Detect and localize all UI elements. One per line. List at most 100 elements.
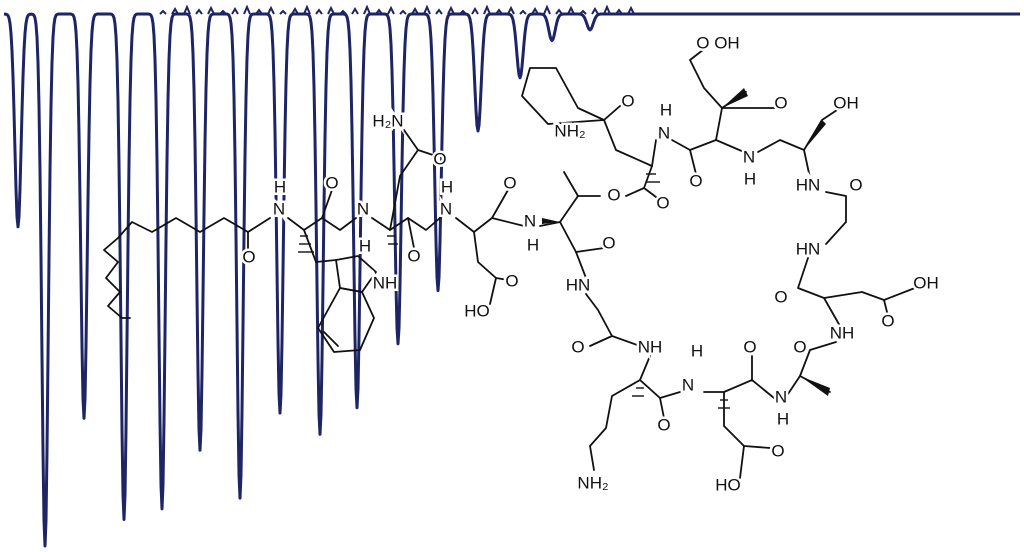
atom-label-o-ester: O bbox=[607, 185, 620, 204]
indole-attach-bond bbox=[315, 259, 337, 263]
atom-label-oh-ser: OH bbox=[833, 93, 859, 112]
spectrum-ripple bbox=[183, 4, 191, 15]
ser-carbonyl-bond bbox=[803, 149, 811, 179]
spectrum-ripple-layer bbox=[159, 4, 635, 15]
spectrum-ripple bbox=[555, 8, 563, 15]
asn-sidechain-bond bbox=[389, 129, 419, 231]
atom-label-oh-glu: O OH bbox=[696, 33, 739, 52]
atom-label-o-glu: O bbox=[689, 171, 702, 190]
atom-label-o-gly1: O bbox=[571, 337, 584, 356]
atom-label-nh-trp-h: H bbox=[274, 177, 286, 196]
orn-sidechain-bond bbox=[589, 379, 641, 471]
indole-pyrrole-ring bbox=[335, 255, 377, 293]
atom-label-o-asp3-side: O bbox=[771, 441, 784, 460]
spectrum-ripple bbox=[171, 7, 179, 15]
atom-label-nh-ala-c-h: H bbox=[777, 409, 789, 428]
thr-backbone-bond bbox=[539, 195, 601, 227]
spectrum-ripple bbox=[495, 8, 503, 15]
atom-label-nh-glu-h: H bbox=[660, 100, 672, 119]
spectrum-ripple bbox=[339, 9, 347, 15]
spectrum-ripple bbox=[519, 9, 527, 15]
asp3-backbone-bond bbox=[703, 379, 775, 399]
asp2-sidechain-bond bbox=[823, 285, 921, 301]
asp2-backbone-bond bbox=[797, 257, 841, 327]
atom-label-nh-ser: N bbox=[743, 147, 755, 166]
ala-wedge bbox=[800, 376, 830, 396]
spectrum-ripple bbox=[267, 5, 275, 15]
atom-label-o-mglu: O bbox=[774, 93, 787, 112]
spectrum-ripple bbox=[531, 7, 539, 15]
atom-label-nh-ser-h: H bbox=[744, 169, 756, 188]
spectrum-ripple bbox=[399, 9, 407, 15]
gly1-carbonyl-bond bbox=[589, 335, 613, 347]
spectrum-ripple bbox=[279, 9, 287, 15]
spectrum-ripple bbox=[363, 4, 371, 15]
atom-label-nh-asp3: N bbox=[682, 375, 694, 394]
spectrum-ripple bbox=[579, 9, 587, 15]
spectrum-ripple bbox=[543, 4, 551, 15]
atom-label-nh-ala: NH bbox=[830, 323, 855, 342]
gly1-backbone-bond bbox=[585, 293, 641, 347]
trp-backbone-bond bbox=[287, 217, 357, 231]
asp1-backbone-bond bbox=[455, 189, 509, 233]
atom-label-hn-asp2: HN bbox=[796, 239, 821, 258]
spectrum-ripple bbox=[591, 7, 599, 15]
kyn-backbone-bond bbox=[625, 139, 657, 197]
spectrum-ripple bbox=[315, 8, 323, 15]
atom-label-o-orn: O bbox=[657, 415, 670, 434]
ser-wedge bbox=[804, 120, 826, 150]
spectrum-ripple bbox=[507, 5, 515, 15]
asp3-sidechain-bond bbox=[723, 391, 745, 479]
spectrum-ripple bbox=[291, 7, 299, 15]
atom-label-o-asp1-side: O bbox=[505, 271, 518, 290]
kyn-hash bbox=[646, 173, 660, 183]
spectrum-ripple bbox=[567, 5, 575, 15]
asn-amide-co-bond bbox=[417, 149, 437, 157]
spectrum-ripple bbox=[411, 7, 419, 15]
indole-benzene-ring bbox=[317, 287, 375, 353]
atom-label-o-ser: O bbox=[849, 175, 862, 194]
thr-carbonyl-bond bbox=[559, 221, 577, 253]
atom-label-o-asp1: O bbox=[503, 173, 516, 192]
asp3-side-co-bond bbox=[743, 445, 771, 449]
trp-sidechain-bond bbox=[303, 229, 317, 263]
atom-label-nh-asp1: N bbox=[440, 199, 452, 218]
meglu-sidechain-bond bbox=[689, 45, 723, 141]
spectrum-ripple bbox=[351, 7, 359, 15]
atom-label-hn-gly2: HN bbox=[796, 175, 821, 194]
spectrum-trace bbox=[3, 12, 1021, 548]
spectrum-ripple bbox=[303, 4, 311, 15]
atom-label-nh-orn: NH bbox=[638, 337, 663, 356]
orn-backbone-bond bbox=[639, 355, 681, 399]
kyn-co-bond bbox=[643, 187, 661, 201]
spectrum-ripple bbox=[231, 7, 239, 15]
gly1-to-thr-bond bbox=[575, 251, 587, 279]
decanoyl-chain-bond bbox=[103, 217, 249, 319]
asn-backbone-bond bbox=[371, 217, 441, 231]
spectrum-ripple bbox=[255, 8, 263, 15]
spectrum-ripple bbox=[159, 9, 167, 15]
atom-label-nh2-orn: NH₂ bbox=[577, 473, 608, 492]
trp-hash bbox=[298, 235, 314, 253]
atom-label-o-acyl: O bbox=[242, 247, 255, 266]
ser-backbone-bond bbox=[757, 107, 841, 153]
atom-label-nh2-kyn: NH₂ bbox=[554, 121, 585, 140]
meglu-methyl-wedge bbox=[722, 88, 748, 108]
orn-carbonyl-bond bbox=[659, 397, 665, 419]
spectrum-ripple bbox=[423, 4, 431, 15]
atom-label-o-kyn-ketone: O bbox=[621, 91, 634, 110]
asn-carbonyl-bond bbox=[407, 217, 415, 249]
thr-methyl-bond bbox=[563, 171, 579, 197]
spectrum-ripple bbox=[459, 9, 467, 15]
atom-label-nh2-asn: H₂N bbox=[372, 111, 403, 130]
atom-label-o-gly2: O bbox=[774, 287, 787, 306]
gly2-backbone-bond bbox=[825, 191, 847, 245]
spectrum-ripple bbox=[471, 7, 479, 15]
spectrum-ripple bbox=[387, 5, 395, 15]
asp1-side-co-bond bbox=[495, 277, 509, 281]
spectrum-ripple bbox=[375, 8, 383, 15]
atom-label-o-asp2-side: O bbox=[881, 311, 894, 330]
meglu-backbone-bond bbox=[671, 139, 745, 153]
atom-label-o-asn: O bbox=[407, 246, 420, 265]
atom-label-o-thr: O bbox=[602, 233, 615, 252]
